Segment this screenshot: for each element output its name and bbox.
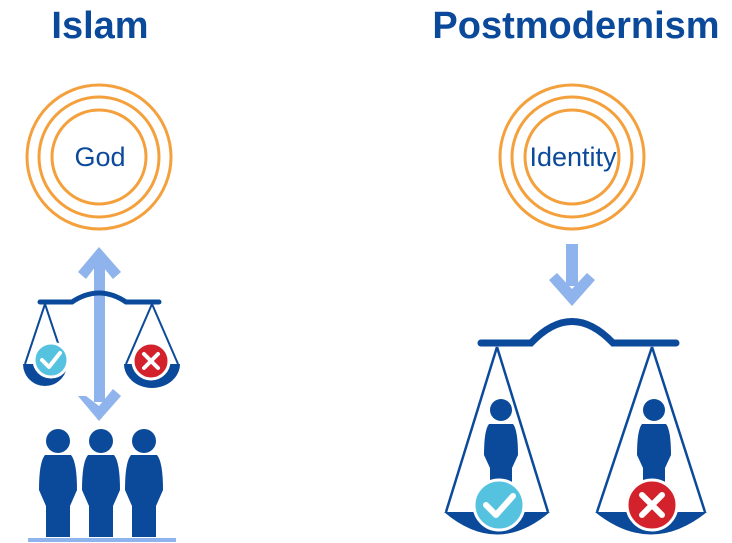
right-person-right-icon (637, 399, 671, 490)
postmodernism-title: Postmodernism (432, 5, 720, 47)
left-concentric-circles-icon (25, 83, 173, 231)
left-group-of-people-icon (28, 429, 176, 542)
left-check-icon (32, 341, 70, 379)
right-x-icon (625, 478, 679, 532)
right-arrow-down-icon (549, 244, 595, 306)
right-person-left-icon (484, 399, 518, 490)
god-label: God (74, 142, 126, 172)
right-concentric-circles-icon (498, 83, 646, 231)
right-check-icon (472, 478, 526, 532)
identity-label: Identity (529, 142, 617, 172)
right-balance-scale-icon (444, 318, 707, 535)
left-double-arrow-icon (78, 247, 121, 421)
islam-title: Islam (51, 5, 149, 47)
left-x-icon (131, 341, 171, 381)
